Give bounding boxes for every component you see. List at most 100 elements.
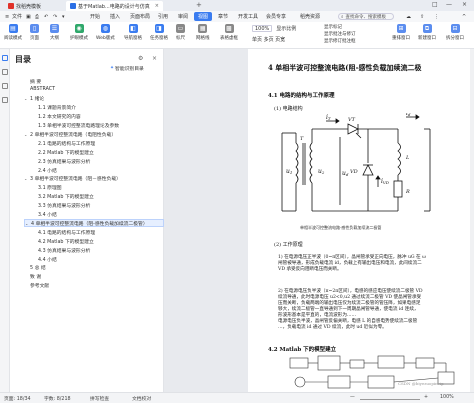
quick-save-icon[interactable]: ▣ [26, 13, 31, 20]
find-pane-icon[interactable] [2, 97, 8, 103]
toc-item[interactable]: ⌄1 绪论 [24, 95, 44, 103]
toc-item[interactable]: 4.1 电路的结构与工作原理 [32, 228, 95, 236]
task-pane-button[interactable]: ◨ 任务窗格 [150, 24, 168, 41]
zoom-in-button[interactable]: + [424, 395, 429, 400]
new-window-icon: ⧉ [422, 24, 432, 33]
toc-settings-icon[interactable]: ⚙ [138, 55, 144, 62]
menu-references[interactable]: 引用 [158, 14, 169, 20]
toc-item[interactable]: 2.1 电路的结构与工作原理 [32, 139, 95, 147]
new-window-button[interactable]: ⧉ 新建窗口 [418, 24, 436, 41]
page-layout-options[interactable]: 单页 多页 页宽 [252, 37, 286, 43]
toc-item[interactable]: 摘 要 [24, 77, 41, 85]
close-icon[interactable]: × [154, 3, 159, 9]
minimize-icon[interactable]: — [446, 1, 452, 8]
gridlines-checkbox[interactable]: ▦ 网格线 [196, 24, 210, 41]
arrange-windows-button[interactable]: ⊞ 重排窗口 [392, 24, 410, 41]
tool-label: 拆分窗口 [446, 36, 464, 41]
menu-insert[interactable]: 插入 [110, 14, 121, 20]
vertical-scrollbar[interactable] [470, 49, 474, 392]
maximize-icon[interactable]: □ [432, 1, 438, 8]
toc-item[interactable]: 3.2 Matlab 下的模型建立 [32, 193, 94, 201]
toc-item[interactable]: 致 谢 [24, 273, 41, 281]
toc-item[interactable]: 3.4 小结 [32, 211, 57, 219]
toc-item[interactable]: 4.2 Matlab 下的模型建立 [32, 237, 94, 245]
toc-item[interactable]: 4.3 仿真结果与波形分析 [32, 246, 90, 254]
word-count[interactable]: 字数: 8/218 [44, 397, 71, 402]
page-counter[interactable]: 页面: 18/34 [4, 397, 31, 402]
close-window-icon[interactable]: × [462, 1, 468, 8]
task-pane-icon: ◨ [154, 24, 164, 33]
proofread-button[interactable]: 文档校对 [132, 397, 152, 402]
menu-review[interactable]: 审阅 [178, 14, 189, 20]
bookmark-pane-icon[interactable] [2, 83, 8, 89]
chevron-down-icon[interactable]: ⌄ [24, 96, 28, 102]
thumbnail-pane-icon[interactable] [2, 69, 8, 75]
toc-pane-icon[interactable] [2, 55, 8, 61]
menu-chapter[interactable]: 章节 [218, 14, 229, 20]
toc-close-icon[interactable]: × [152, 55, 158, 62]
share-icon[interactable]: ⇪ [420, 13, 425, 20]
toc-item[interactable]: 4.4 小结 [32, 255, 57, 263]
quick-redo-icon[interactable]: ↷ [53, 13, 58, 20]
ruler-icon: ▭ [176, 24, 185, 33]
hamburger-icon[interactable]: ≡ [5, 13, 10, 20]
toc-item[interactable]: 5 总 结 [24, 264, 46, 272]
smart-toc-button[interactable]: ✦ 智能识别目录 [110, 65, 144, 72]
toc-item[interactable]: 1.2 本文研究的内容 [32, 113, 81, 121]
zoom-out-button[interactable]: — [350, 395, 355, 400]
chevron-down-icon[interactable]: ⌄ [24, 176, 28, 182]
menu-home[interactable]: 开始 [90, 14, 101, 20]
zoom-label[interactable]: 显示比例 [276, 26, 297, 32]
show-revision-box-option[interactable]: 显示修订批注框 [324, 39, 356, 44]
page-view-button[interactable]: ▯ 页面 [30, 24, 39, 41]
toc-item[interactable]: 3.3 仿真结果与波形分析 [32, 202, 90, 210]
toc-item-label: 3.4 小结 [38, 213, 57, 218]
toc-item[interactable]: ABSTRACT [24, 86, 55, 94]
tab-template-store[interactable]: 找稻壳模板 [4, 1, 45, 11]
document-canvas[interactable]: 4 单相半波可控整流电路(阻-感性负载加续流二极 4.1 电路的结构与工作原理 … [164, 49, 474, 392]
toc-item[interactable]: 参考文献 [24, 282, 49, 290]
chevron-down-icon[interactable]: ⌄ [25, 220, 29, 226]
menu-file[interactable]: 文件 [12, 14, 23, 20]
cloud-sync-icon[interactable]: ☁ [406, 13, 411, 20]
toc-item[interactable]: 3.1 原理图 [32, 184, 62, 192]
label-it: iT [326, 114, 331, 121]
zoom-slider[interactable] [360, 399, 420, 400]
zoom-value-select[interactable]: 100% [252, 25, 273, 32]
quick-more-icon[interactable]: ▾ [62, 13, 65, 20]
more-options-icon[interactable]: ⋮ [434, 13, 439, 20]
toc-item[interactable]: 1.1 课题背景简介 [32, 104, 76, 112]
menu-docer[interactable]: 稻壳资源 [300, 14, 321, 20]
show-comments-option[interactable]: 显示批注与修订 [324, 32, 356, 37]
command-search-input[interactable]: ⌕ 查找命令、搜索模板 [338, 13, 394, 20]
split-window-button[interactable]: ⊟ 拆分窗口 [446, 24, 464, 41]
new-tab-icon[interactable]: + [196, 1, 202, 9]
toc-item[interactable]: 2.2 Matlab 下的模型建立 [32, 148, 94, 156]
eye-care-button[interactable]: ◉ 护眼模式 [70, 24, 88, 41]
document-page[interactable]: 4 单相半波可控整流电路(阻-感性负载加续流二极 4.1 电路的结构与工作原理 … [248, 49, 474, 392]
ruler-checkbox[interactable]: ▭ 标尺 [176, 24, 185, 41]
web-layout-button[interactable]: ◍ Web版式 [96, 24, 115, 41]
menu-layout[interactable]: 页面布局 [130, 14, 151, 20]
show-markup-option[interactable]: 显示标记 [324, 25, 342, 30]
outline-view-button[interactable]: ☰ 大纲 [50, 24, 59, 41]
toc-item[interactable]: ⌄4 单相半波可控整流电路（阻-感性负载加续流二极管） [24, 219, 164, 228]
tab-document[interactable]: 基于Matlab...电路的设计与仿真 × [66, 1, 163, 11]
chevron-down-icon[interactable]: ⌄ [24, 131, 28, 137]
collapse-ribbon-icon[interactable]: ^ [462, 13, 467, 20]
quick-print-icon[interactable]: ⎙ [35, 13, 40, 20]
menu-view[interactable]: 视图 [194, 12, 213, 21]
toc-item[interactable]: 1.3 单相半波可控整流电路理论及参数 [32, 122, 119, 130]
quick-undo-icon[interactable]: ↶ [44, 13, 49, 20]
menu-member[interactable]: 会员专享 [266, 14, 287, 20]
zoom-percent[interactable]: 100% [440, 395, 454, 400]
menu-developer[interactable]: 开发工具 [238, 14, 259, 20]
nav-pane-button[interactable]: ◧ 导航窗格 [124, 24, 142, 41]
toc-item[interactable]: 2.4 小结 [32, 166, 57, 174]
reading-mode-button[interactable]: ▤ 阅读模式 [4, 24, 22, 41]
spell-check-button[interactable]: 拼写检查 [90, 397, 110, 402]
toc-item[interactable]: ⌄3 单相半波可控整流电路（阻－感性负载） [24, 175, 121, 183]
toc-item[interactable]: ⌄2 单相半波可控整流电路（电阻性负载） [24, 130, 116, 138]
toc-item[interactable]: 2.3 仿真结果与波形分析 [32, 157, 90, 165]
table-frame-checkbox[interactable]: ▩ 表格虚框 [220, 24, 238, 41]
